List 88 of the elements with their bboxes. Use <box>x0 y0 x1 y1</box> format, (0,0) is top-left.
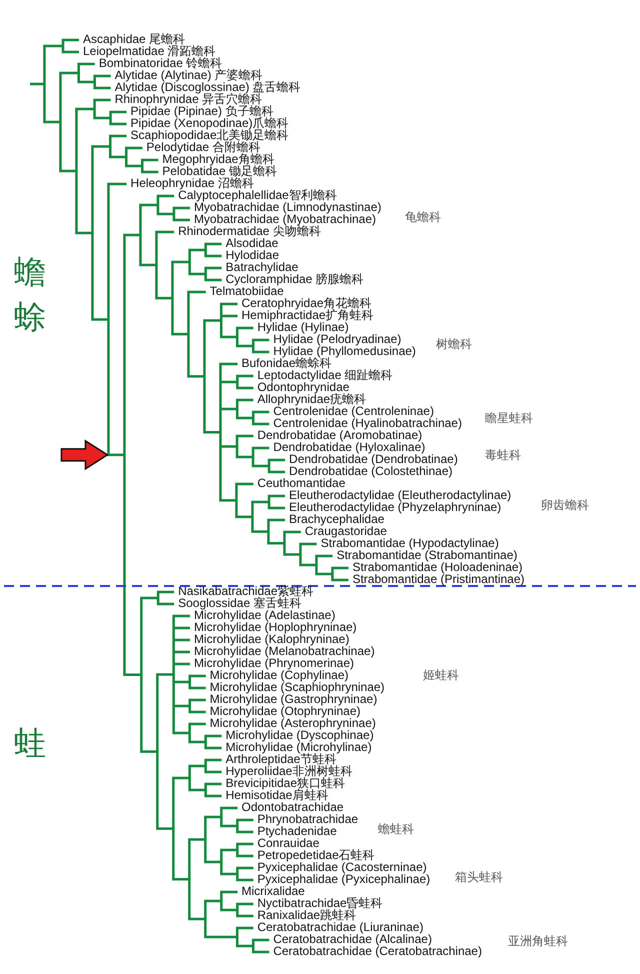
group-label: 蟾蜍 <box>14 252 47 338</box>
family-label: 亚洲角蛙科 <box>508 935 568 948</box>
taxon-label: Hylodidae <box>226 249 280 261</box>
taxon-label: Odontophrynidae <box>257 381 350 393</box>
taxon-label: Pyxicephalidae (Cacosterninae) <box>257 861 427 873</box>
family-label: 箱头蛙科 <box>455 870 503 883</box>
taxon-label: Calyptocephalellidae智利蟾科 <box>178 189 337 201</box>
taxon-label: Microhylidae (Otophryninae) <box>210 705 361 717</box>
taxon-label: Strabomantidae (Hypodactylinae) <box>320 537 499 549</box>
taxon-label: Pyxicephalidae (Pyxicephalinae) <box>257 873 430 885</box>
taxon-label: Bufonidae蟾蜍科 <box>242 357 332 369</box>
family-label: 蟾蛙科 <box>378 822 414 835</box>
taxon-label: Nyctibatrachidae昏蛙科 <box>257 897 383 909</box>
taxon-label: Microhylidae (Phrynomerinae) <box>194 657 354 669</box>
taxon-label: Myobatrachidae (Myobatrachinae) <box>194 213 376 225</box>
taxon-label: Ptychadenidae <box>257 825 337 837</box>
taxon-label: Dendrobatidae (Aromobatinae) <box>257 429 422 441</box>
taxon-label: Microhylidae (Dyscophinae) <box>226 729 374 741</box>
taxon-label: Nasikabatrachidae紫蛙科 <box>178 585 314 597</box>
taxon-label: Microhylidae (Asterophryninae) <box>210 717 376 729</box>
family-label: 毒蛙科 <box>485 449 521 462</box>
taxon-label: Microhylidae (Melanobatrachinae) <box>194 645 375 657</box>
taxon-label: Centrolenidae (Centroleninae) <box>273 405 434 417</box>
taxon-label: Strabomantidae (Pristimantinae) <box>352 573 525 585</box>
taxon-label: Microhylidae (Adelastinae) <box>194 609 336 621</box>
taxon-label: Rhinodermatidae 尖吻蟾科 <box>178 225 321 237</box>
taxon-label: Scaphiopodidae北美锄足蟾科 <box>130 129 289 141</box>
taxon-label: Arthroleptidae节蛙科 <box>226 753 336 765</box>
taxon-label: Ceratobatrachidae (Liuraninae) <box>257 921 424 933</box>
taxon-label: Conrauidae <box>257 837 320 849</box>
family-label: 姬蛙科 <box>423 669 459 681</box>
taxon-label: Dendrobatidae (Colostethinae) <box>289 465 452 477</box>
family-label: 树蟾科 <box>436 338 472 350</box>
taxon-label: Rhinophrynidae 异舌穴蟾科 <box>114 93 262 105</box>
taxon-label: Hylidae (Hylinae) <box>257 321 349 333</box>
taxon-label: Ranixalidae跳蛙科 <box>257 909 356 921</box>
taxon-label: Microhylidae (Microhylinae) <box>226 741 372 753</box>
taxon-label: Hemiphractidae扩角蛙科 <box>242 309 374 321</box>
taxon-label: Megophryidae角蟾科 <box>162 153 274 165</box>
family-label: 瞻星蛙科 <box>485 412 533 424</box>
taxon-label: Brevicipitidae狭口蛙科 <box>226 777 346 789</box>
taxon-label: Petropedetidae石蛙科 <box>257 849 375 861</box>
taxon-label: Microhylidae (Cophylinae) <box>210 669 349 681</box>
family-label: 龟蟾科 <box>405 210 441 223</box>
taxon-label: Brachycephalidae <box>289 513 384 525</box>
taxon-label: Allophrynidae疣蟾科 <box>257 393 366 405</box>
taxon-label: Hemisotidae肩蛙科 <box>226 789 328 801</box>
taxon-label: Pipidae (Pipinae) 负子蟾科 <box>130 105 274 117</box>
taxon-label: Batrachylidae <box>226 261 298 273</box>
taxon-label: Strabomantidae (Holoadeninae) <box>352 561 523 573</box>
taxon-label: Centrolenidae (Hyalinobatrachinae) <box>273 417 462 429</box>
taxon-label: Micrixalidae <box>242 885 305 897</box>
taxon-label: Pelodytidae 合附蟾科 <box>146 141 260 153</box>
taxon-label: Cycloramphidae 膀腺蟾科 <box>226 273 364 285</box>
taxon-label: Alytidae (Alytinae) 产婆蟾科 <box>114 69 263 81</box>
taxon-label: Alsodidae <box>226 237 278 249</box>
taxon-label: Ceratophryidae角花蟾科 <box>242 297 372 309</box>
taxon-label: Heleophrynidae 沼蟾科 <box>130 177 254 189</box>
taxon-label: Ascaphidae 尾蟾科 <box>83 33 186 45</box>
taxon-label: Hylidae (Pelodryadinae) <box>273 333 402 345</box>
taxon-label: Microhylidae (Hoplophryninae) <box>194 621 357 633</box>
taxon-label: Odontobatrachidae <box>242 801 344 813</box>
taxon-label: Telmatobiidae <box>210 285 284 297</box>
taxon-label: Dendrobatidae (Hyloxalinae) <box>273 441 426 453</box>
taxon-label: Pipidae (Xenopodinae)爪蟾科 <box>130 117 289 129</box>
taxon-label: Alytidae (Discoglossinae) 盘舌蟾科 <box>114 81 301 93</box>
group-label: 蛙 <box>14 723 47 764</box>
taxon-label: Hyperoliidae非洲树蛙科 <box>226 765 352 777</box>
taxon-label: Ceratobatrachidae (Ceratobatrachinae) <box>273 945 482 957</box>
taxon-label: Myobatrachidae (Limnodynastinae) <box>194 201 382 213</box>
taxon-label: Sooglossidae 塞舌蛙科 <box>178 597 302 609</box>
taxon-label: Eleutherodactylidae (Eleutherodactylinae) <box>289 489 512 501</box>
taxon-label: Strabomantidae (Strabomantinae) <box>336 549 518 561</box>
family-label: 卵齿蟾科 <box>541 498 589 511</box>
taxon-label: Hylidae (Phyllomedusinae) <box>273 345 416 357</box>
taxon-label: Ceuthomantidae <box>257 477 346 489</box>
taxon-label: Microhylidae (Kalophryninae) <box>194 633 350 645</box>
taxon-label: Eleutherodactylidae (Phyzelaphryninae) <box>289 501 502 513</box>
taxon-label: Microhylidae (Gastrophryninae) <box>210 693 378 705</box>
taxon-label: Phrynobatrachidae <box>257 813 358 825</box>
taxon-label: Leptodactylidae 细趾蟾科 <box>257 369 393 381</box>
taxon-label: Pelobatidae 锄足蟾科 <box>162 165 277 177</box>
taxon-label: Dendrobatidae (Dendrobatinae) <box>289 453 458 465</box>
taxon-label: Ceratobatrachidae (Alcalinae) <box>273 933 432 945</box>
taxon-label: Leiopelmatidae 滑跖蟾科 <box>83 45 216 57</box>
taxon-label: Craugastoridae <box>304 525 387 537</box>
taxon-label: Bombinatoridae 铃蟾科 <box>98 57 222 69</box>
taxon-label: Microhylidae (Scaphiophryninae) <box>210 681 385 693</box>
